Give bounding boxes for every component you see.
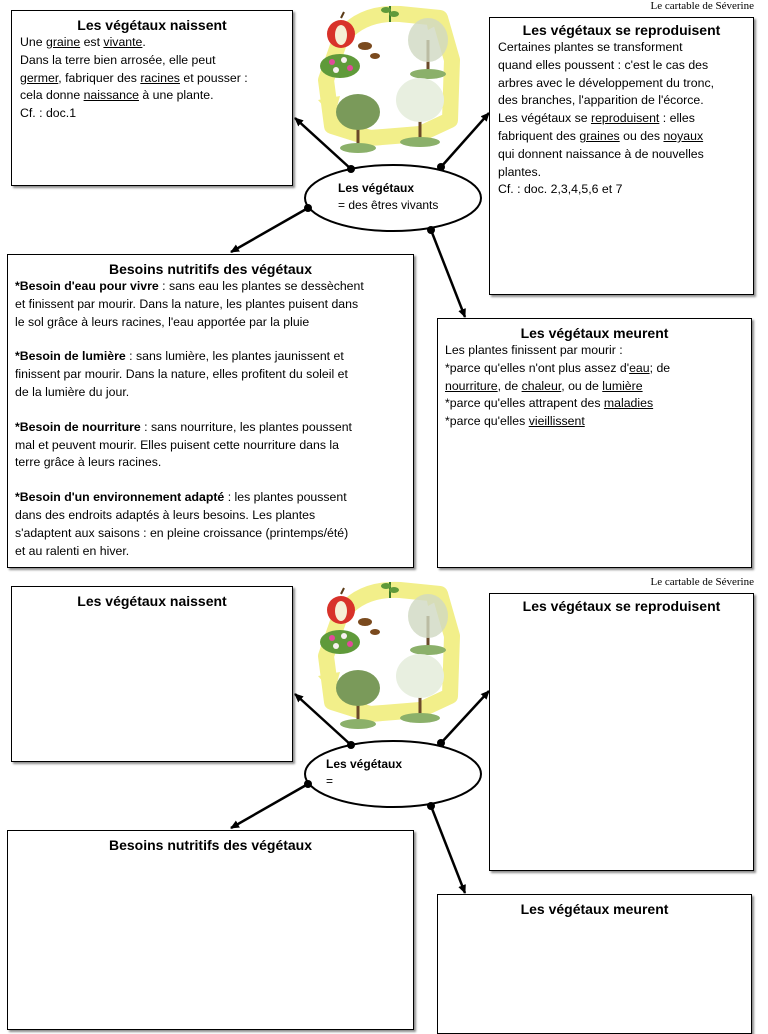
arrow-to-besoins (231, 784, 308, 828)
center-label-bottom: Les végétaux = (326, 756, 402, 790)
arrow-to-meurent (431, 806, 465, 893)
arrow-to-naissent (295, 694, 351, 745)
arrow-to-reproduisent (441, 691, 489, 743)
